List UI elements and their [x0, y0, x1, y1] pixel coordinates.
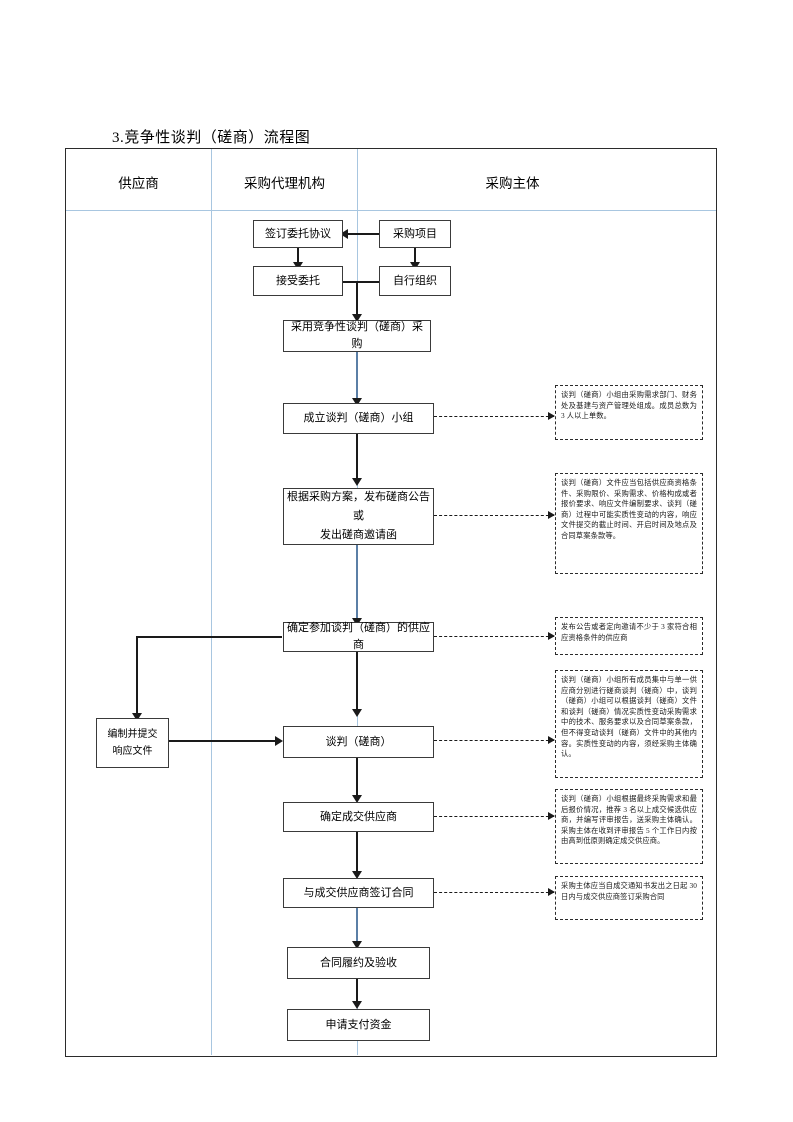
connector-left-down [136, 636, 138, 718]
leader-negotiation-note [434, 740, 554, 741]
node-publish-notice-line1: 根据采购方案，发布磋商公告或 [287, 491, 430, 522]
leader-contract-note [434, 892, 554, 893]
leader-arrow-documents-note [548, 511, 555, 519]
connector-project-to-sign [347, 233, 379, 235]
connector-negotiation-to-winner [356, 758, 358, 800]
leader-arrow-invite-note [548, 632, 555, 640]
note-group: 谈判（磋商）小组由采购需求部门、财务处及基建与资产管理处组成。成员总数为 3 人… [555, 385, 703, 440]
node-negotiation[interactable]: 谈判（磋商） [283, 726, 434, 758]
connector-project-to-self [414, 248, 416, 266]
note-documents: 谈判（磋商）文件应当包括供应商资格条件、采购限价、采购需求、价格构成或者报价要求… [555, 473, 703, 574]
arrow-response-to-negotiation [275, 736, 283, 746]
leader-winner-note [434, 816, 554, 817]
node-perform-accept[interactable]: 合同履约及验收 [287, 947, 430, 979]
node-determine-suppliers[interactable]: 确定参加谈判（磋商）的供应商 [283, 622, 434, 652]
note-negotiation: 谈判（磋商）小组所有成员集中与单一供应商分别进行磋商谈判（磋商）中，谈判（磋商）… [555, 670, 703, 778]
connector-response-to-negotiation [169, 740, 279, 742]
connector-adopt-to-group [356, 352, 358, 404]
arrow-contract-to-perform [352, 941, 362, 949]
node-sign-entrust[interactable]: 签订委托协议 [253, 220, 343, 248]
node-accept-entrust[interactable]: 接受委托 [253, 266, 343, 296]
arrow-determine-to-negotiation [352, 709, 362, 717]
node-prepare-response-line1: 编制并提交 [107, 729, 158, 740]
node-purchase-project[interactable]: 采购项目 [379, 220, 451, 248]
flowchart-frame [65, 148, 717, 1057]
connector-contract-to-perform [356, 908, 358, 946]
node-prepare-response[interactable]: 编制并提交 响应文件 [96, 718, 169, 768]
note-invite: 发布公告或者定向邀请不少于 3 家符合相应资格条件的供应商 [555, 617, 703, 655]
node-self-organize[interactable]: 自行组织 [379, 266, 451, 296]
leader-invite-note [434, 636, 554, 637]
connector-sign-to-accept [297, 248, 299, 266]
connector-determine-to-negotiation [356, 652, 358, 714]
leader-documents-note [434, 515, 554, 516]
arrow-project-to-sign [340, 229, 348, 239]
connector-winner-to-contract [356, 832, 358, 876]
arrow-negotiation-to-winner [352, 795, 362, 803]
page-title: 3.竞争性谈判（磋商）流程图 [112, 130, 311, 146]
arrow-perform-to-payment [352, 1001, 362, 1009]
node-adopt-method[interactable]: 采用竞争性谈判（磋商）采购 [283, 320, 431, 352]
connector-publish-to-determine [356, 545, 358, 623]
lane-divider-1 [211, 149, 213, 1055]
node-prepare-response-line2: 响应文件 [112, 746, 153, 757]
lane-heading-supplier: 供应商 [118, 176, 159, 191]
leader-arrow-negotiation-note [548, 736, 555, 744]
arrow-winner-to-contract [352, 871, 362, 879]
connector-join-down [356, 281, 358, 319]
arrow-to-prepare-response [132, 713, 142, 721]
leader-arrow-group-note [548, 412, 555, 420]
arrow-join-to-adopt [352, 314, 362, 322]
lane-heading-purchaser: 采购主体 [485, 176, 540, 191]
node-form-group[interactable]: 成立谈判（磋商）小组 [283, 403, 434, 434]
leader-group-note [434, 416, 554, 417]
note-winner: 谈判（磋商）小组根据最终采购需求和最后报价情况，推荐 3 名以上成交候选供应商，… [555, 789, 703, 864]
connector-group-to-publish [356, 434, 358, 484]
lane-header-divider [66, 210, 716, 212]
arrow-adopt-to-group [352, 398, 362, 406]
node-publish-notice[interactable]: 根据采购方案，发布磋商公告或 发出磋商邀请函 [283, 488, 434, 545]
node-sign-contract[interactable]: 与成交供应商签订合同 [283, 878, 434, 908]
node-publish-notice-line2: 发出磋商邀请函 [320, 529, 397, 541]
note-contract: 采购主体应当自成交通知书发出之日起 30 日内与成交供应商签订采购合同 [555, 876, 703, 920]
node-determine-winner[interactable]: 确定成交供应商 [283, 802, 434, 832]
leader-arrow-winner-note [548, 812, 555, 820]
connector-perform-to-payment [356, 979, 358, 1005]
node-apply-payment[interactable]: 申请支付资金 [287, 1009, 430, 1041]
arrow-group-to-publish [352, 478, 362, 486]
connector-determine-to-left [136, 636, 282, 638]
lane-heading-agency: 采购代理机构 [244, 176, 325, 191]
leader-arrow-contract-note [548, 888, 555, 896]
